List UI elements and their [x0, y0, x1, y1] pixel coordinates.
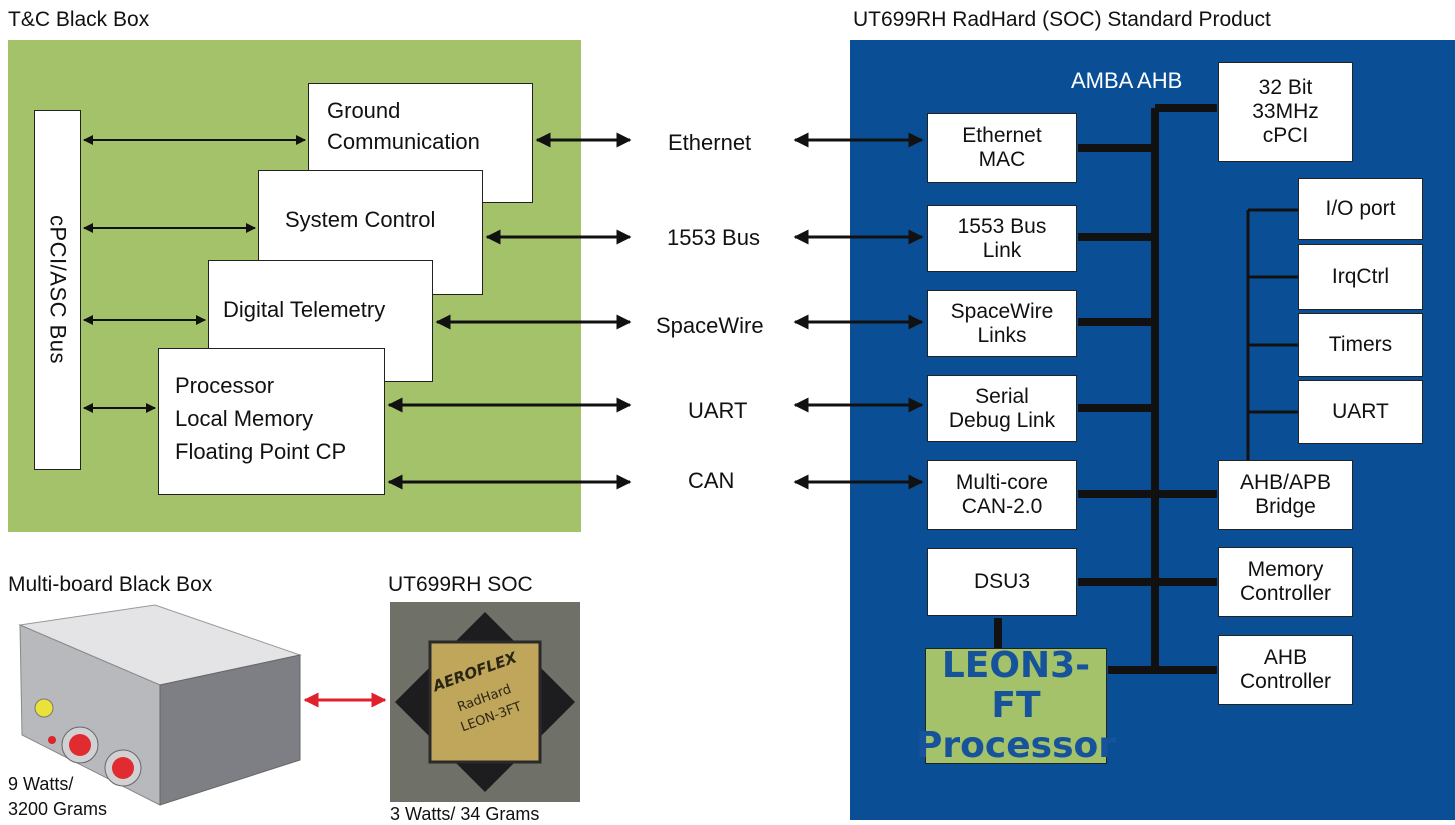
multicore-can-line2: CAN-2.0 [961, 495, 1043, 518]
1553-link-line1: 1553 Bus [957, 214, 1047, 238]
soc-product-title: UT699RH RadHard (SOC) Standard Product [853, 8, 1271, 31]
cpci-box: 32 Bit 33MHz cPCI [1218, 62, 1353, 162]
multicore-can-line1: Multi-core [955, 471, 1049, 494]
ethernet-mac-line2: MAC [978, 148, 1026, 171]
memory-controller-box: Memory Controller [1218, 547, 1353, 617]
interface-ethernet: Ethernet [668, 130, 752, 155]
black-box-specs-line1: 9 Watts/ [8, 774, 74, 794]
system-control-label: System Control [285, 207, 436, 232]
tc-black-box-title: T&C Black Box [8, 8, 150, 31]
memory-ctrl-line2: Controller [1239, 582, 1332, 605]
local-memory-label: Local Memory [175, 406, 314, 431]
dsu3-label: DSU3 [973, 570, 1031, 593]
interface-arrows-right [793, 132, 924, 490]
red-connector-1 [69, 734, 91, 756]
1553-bus-link-box: 1553 Bus Link [927, 205, 1077, 272]
serial-debug-line2: Debug Link [948, 408, 1056, 432]
irqctrl-box: IrqCtrl [1298, 244, 1423, 310]
ahb-ctrl-line2: Controller [1239, 670, 1332, 693]
serial-debug-line1: Serial [975, 384, 1029, 408]
ethernet-mac-line1: Ethernet [962, 124, 1042, 147]
timers-box: Timers [1298, 313, 1423, 377]
digital-telemetry-label: Digital Telemetry [223, 297, 386, 322]
multicore-can-box: Multi-core CAN-2.0 [927, 460, 1077, 530]
ground-label: Ground [327, 98, 401, 123]
ahb-apb-bridge-box: AHB/APB Bridge [1218, 460, 1353, 530]
chip-specs: 3 Watts/ 34 Grams [390, 804, 540, 824]
ahb-ctrl-line1: AHB [1263, 646, 1308, 669]
cpci-line2: 33MHz [1252, 100, 1319, 123]
ahb-controller-box: AHB Controller [1218, 635, 1353, 705]
1553-link-line2: Link [982, 238, 1022, 262]
dsu3-box: DSU3 [927, 548, 1077, 616]
processor-box: Processor Local Memory Floating Point CP [158, 348, 385, 495]
uart-apb-label: UART [1332, 400, 1389, 423]
communication-label: Communication [327, 129, 480, 154]
ethernet-mac-box: Ethernet MAC [927, 113, 1077, 183]
multi-board-title: Multi-board Black Box [8, 573, 213, 596]
cpci-line3: cPCI [1262, 124, 1309, 147]
spacewire-links-box: SpaceWire Links [927, 290, 1077, 357]
uart-apb-box: UART [1298, 380, 1423, 444]
interface-1553-bus: 1553 Bus [667, 225, 760, 250]
cpci-asc-bus: cPCI/ASC Bus [34, 110, 81, 470]
yellow-indicator [34, 698, 54, 718]
io-port-label: I/O port [1325, 197, 1396, 220]
spacewire-line1: SpaceWire [950, 299, 1054, 323]
leon3-ft-processor-box: LEON3-FT Processor [916, 645, 1116, 766]
apb-bus [1246, 208, 1298, 460]
black-box-specs-line2: 3200 Grams [8, 799, 108, 819]
cpci-line1: 32 Bit [1258, 76, 1313, 99]
red-connector-2 [112, 757, 134, 779]
interface-arrows-left [387, 132, 632, 490]
red-led [48, 736, 56, 744]
timers-label: Timers [1328, 333, 1393, 356]
soc-chip-title: UT699RH SOC [388, 573, 533, 596]
irqctrl-label: IrqCtrl [1331, 265, 1390, 288]
leon3-ft-label: LEON3-FT [941, 645, 1091, 726]
soc-chip-illustration: AEROFLEX RadHard LEON-3FT [390, 602, 580, 802]
interface-uart: UART [688, 398, 748, 423]
bridge-line2: Bridge [1255, 495, 1316, 518]
processor-label: Processor [175, 373, 275, 398]
bridge-line1: AHB/APB [1239, 471, 1332, 494]
amba-ahb-label: AMBA AHB [1071, 68, 1183, 93]
cpci-asc-bus-label: cPCI/ASC Bus [45, 215, 71, 365]
io-port-box: I/O port [1298, 178, 1423, 240]
digital-telemetry-box: Digital Telemetry [208, 260, 433, 382]
processor-label-leon: Processor [916, 725, 1116, 766]
floating-point-label: Floating Point CP [175, 439, 347, 464]
bus-arrows [83, 135, 306, 413]
memory-ctrl-line1: Memory [1247, 558, 1324, 581]
interface-spacewire: SpaceWire [656, 313, 764, 338]
amba-bus [994, 104, 1217, 674]
spacewire-line2: Links [977, 323, 1027, 347]
black-box-illustration [18, 604, 302, 806]
interface-can: CAN [688, 468, 735, 493]
serial-debug-link-box: Serial Debug Link [927, 375, 1077, 442]
